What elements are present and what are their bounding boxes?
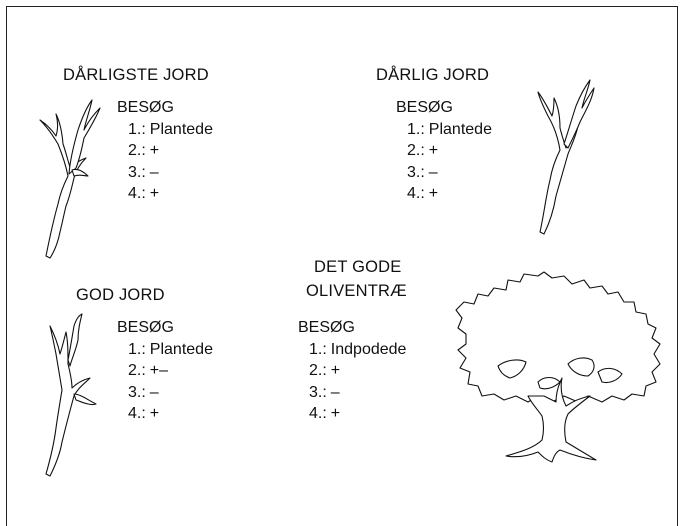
visit-row: 3.:–: [396, 162, 492, 184]
visits-list-worst-soil: BESØG 1.:Plantede 2.:+ 3.:– 4.:+: [117, 97, 213, 205]
visit-number: 1.:: [128, 120, 146, 138]
visit-row: 2.:+: [396, 140, 492, 162]
visit-number: 3.:: [407, 163, 425, 181]
visit-row: 4.:+: [396, 183, 492, 205]
visit-number: 1.:: [407, 120, 425, 138]
dead-branch-icon: [45, 313, 97, 477]
visit-number: 2.:: [407, 142, 425, 159]
visit-result: +: [330, 405, 341, 422]
visit-result: +–: [149, 362, 169, 379]
visit-number: 4.:: [309, 405, 327, 422]
visit-row: 3.:–: [298, 382, 406, 404]
visit-result: +: [428, 185, 439, 202]
visit-result: +: [149, 405, 160, 422]
heading-worst-soil: DÅRLIGSTE JORD: [63, 66, 209, 84]
visit-result: Plantede: [149, 120, 213, 138]
visit-number: 4.:: [407, 185, 425, 202]
visit-row: 2.:+: [117, 140, 213, 162]
visits-title: BESØG: [117, 99, 174, 116]
visit-result: +: [330, 362, 341, 379]
dead-branch-icon: [537, 79, 595, 235]
visit-number: 2.:: [128, 142, 146, 159]
visit-row: 4.:+: [117, 403, 213, 425]
heading-poor-soil: DÅRLIG JORD: [376, 66, 490, 84]
visit-row: 4.:+: [298, 403, 406, 425]
visit-number: 2.:: [128, 362, 146, 379]
visit-number: 4.:: [128, 185, 146, 202]
visits-list-good-olive: BESØG 1.:Indpodede 2.:+ 3.:– 4.:+: [298, 317, 406, 425]
visits-list-poor-soil: BESØG 1.:Plantede 2.:+ 3.:– 4.:+: [396, 97, 492, 205]
visit-row: 4.:+: [117, 183, 213, 205]
diagram-frame: [6, 6, 678, 526]
visit-result: Plantede: [149, 340, 213, 358]
heading-good-olive-line1: DET GODE: [314, 258, 402, 276]
olive-tree-icon: [455, 271, 661, 463]
visits-title: BESØG: [298, 319, 355, 336]
visit-row: 1.:Plantede: [117, 339, 213, 361]
visit-row: 1.:Plantede: [117, 119, 213, 141]
visit-result: Indpodede: [330, 340, 407, 358]
visit-result: Plantede: [428, 120, 492, 138]
visit-row: 1.:Indpodede: [298, 339, 406, 361]
visit-row: 1.:Plantede: [396, 119, 492, 141]
visit-number: 2.:: [309, 362, 327, 379]
visit-result: +: [428, 142, 439, 159]
visit-number: 1.:: [128, 340, 146, 358]
visit-number: 3.:: [128, 163, 146, 181]
visit-result: –: [428, 163, 438, 181]
visit-result: –: [149, 383, 159, 401]
visit-result: +: [149, 185, 160, 202]
visit-number: 4.:: [128, 405, 146, 422]
visits-title: BESØG: [396, 99, 453, 116]
visit-row: 3.:–: [117, 162, 213, 184]
heading-good-olive-line2: OLIVENTRÆ: [306, 282, 407, 300]
visits-title: BESØG: [117, 319, 174, 336]
visit-result: +: [149, 142, 160, 159]
visits-list-good-soil: BESØG 1.:Plantede 2.:+– 3.:– 4.:+: [117, 317, 213, 425]
visit-row: 3.:–: [117, 382, 213, 404]
visit-number: 3.:: [128, 383, 146, 401]
visit-row: 2.:+–: [117, 360, 213, 382]
visit-result: –: [149, 163, 159, 181]
heading-good-soil: GOD JORD: [76, 286, 165, 304]
visit-number: 3.:: [309, 383, 327, 401]
visit-result: –: [330, 383, 340, 401]
dead-branch-icon: [39, 99, 101, 259]
visit-number: 1.:: [309, 340, 327, 358]
visit-row: 2.:+: [298, 360, 406, 382]
